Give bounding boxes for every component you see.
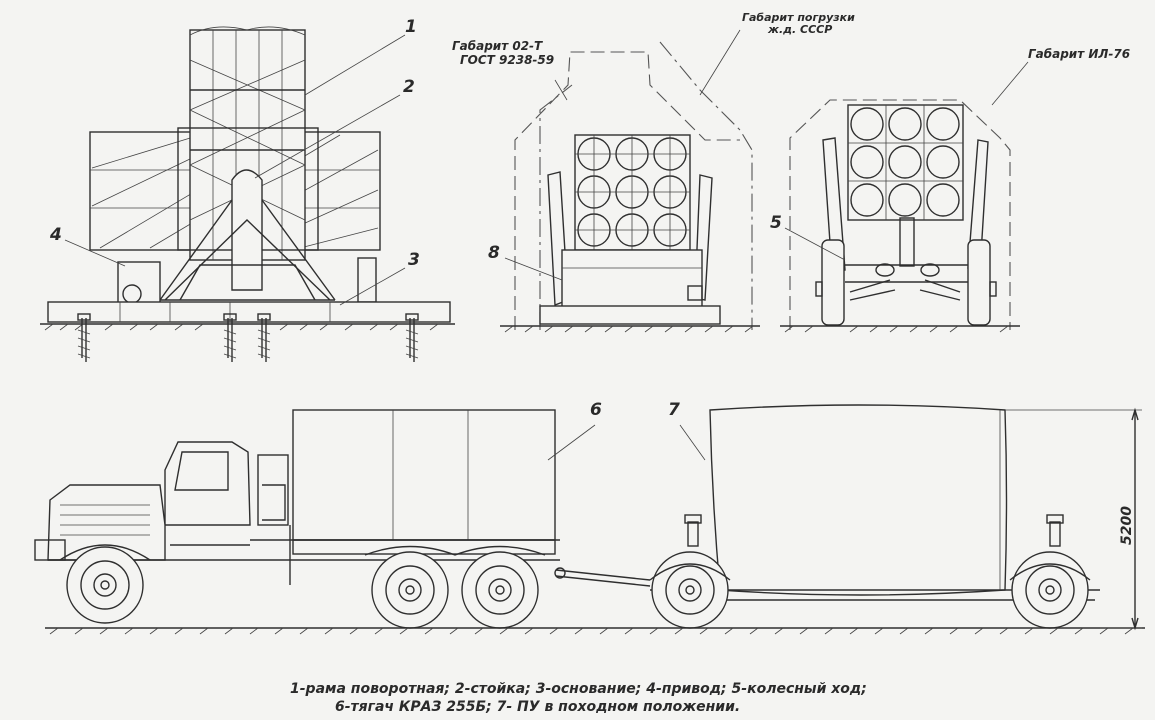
height-dimension: 5200 [1005,407,1142,631]
caption-line-2: 6-тягач КРАЗ 255Б; 7- ПУ в походном поло… [335,699,740,715]
label-5: 5 [770,213,782,233]
trailer-launcher-transport [649,404,1100,629]
ground-anchors [77,313,419,362]
caption-line-1: 1-рама поворотная; 2-стойка; 3-основание… [290,681,867,697]
dimension-5200: 5200 [1119,506,1135,545]
gauge-02t-line1: Габарит 02-Т [452,39,543,53]
trailer-wheels [651,551,1089,629]
road-ground-line [45,627,1145,635]
label-4: 4 [49,225,62,245]
gauge-rail-line1: Габарит погрузки [742,11,855,24]
label-2: 2 [403,77,415,97]
launcher-front-view-gauges [500,29,760,333]
label-7: 7 [668,400,680,420]
label-3: 3 [408,250,420,270]
launcher-side-view [40,26,455,362]
launcher-wheeled-view [780,61,1029,333]
label-8: 8 [488,243,500,263]
label-6: 6 [590,400,602,420]
gauge-rail-line2: ж.д. СССР [767,23,832,36]
truck-wheels [66,546,539,629]
label-1: 1 [405,17,417,37]
truck-kraz-255b [34,409,651,629]
gauge-il76: Габарит ИЛ-76 [1028,47,1130,61]
gauge-02t-line2: ГОСТ 9238-59 [460,53,554,67]
